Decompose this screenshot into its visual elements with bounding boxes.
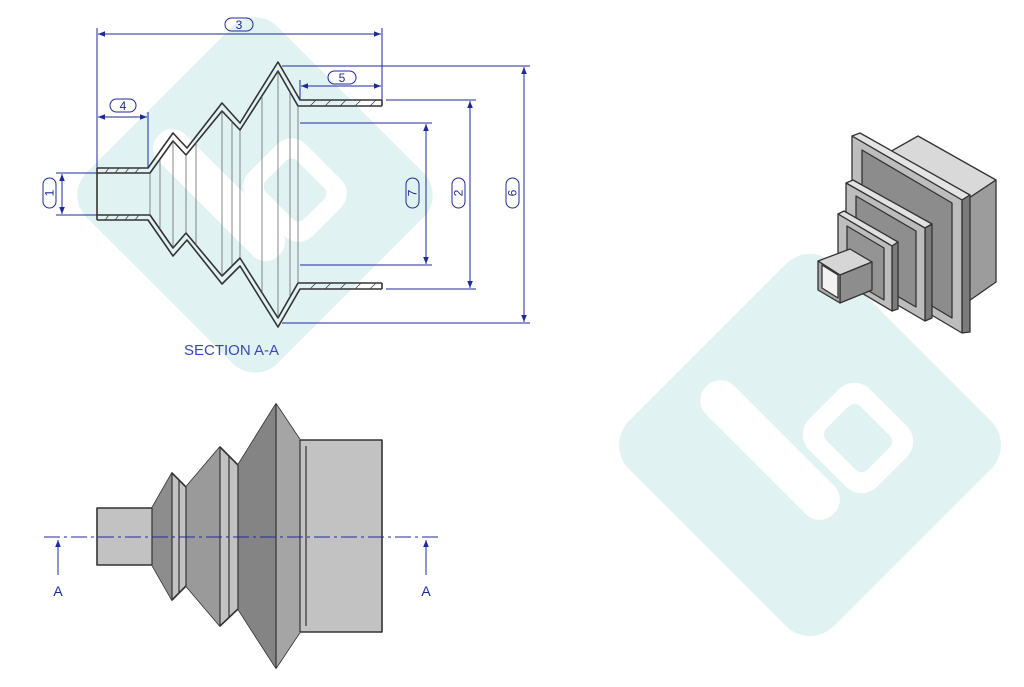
isometric-view bbox=[817, 132, 997, 334]
dimension-4: 4 bbox=[98, 98, 149, 168]
dimension-label-5: 5 bbox=[339, 71, 346, 85]
section-marker-right: A bbox=[421, 540, 431, 599]
dimension-label-2: 2 bbox=[452, 189, 466, 196]
section-caption: SECTION A-A bbox=[184, 342, 279, 359]
dimension-label-3: 3 bbox=[236, 18, 243, 32]
dimension-7: 7 bbox=[300, 122, 432, 266]
section-marker-right-label: A bbox=[421, 583, 431, 599]
section-view: 3 4 5 1 7 bbox=[42, 17, 530, 359]
front-view: A A bbox=[44, 403, 440, 669]
dimension-2: 2 bbox=[386, 99, 476, 290]
dimension-label-1: 1 bbox=[43, 189, 57, 196]
watermark-logo-right bbox=[619, 254, 1001, 636]
watermark-logo-left bbox=[77, 17, 433, 373]
dimension-label-6: 6 bbox=[506, 189, 520, 196]
section-marker-left: A bbox=[53, 540, 63, 599]
dimension-label-4: 4 bbox=[120, 99, 127, 113]
dimension-6: 6 bbox=[282, 65, 530, 324]
section-outer-profile bbox=[97, 61, 382, 328]
section-hatching bbox=[104, 99, 377, 290]
dimension-5: 5 bbox=[299, 70, 381, 100]
dimension-label-7: 7 bbox=[406, 189, 420, 196]
dimension-1: 1 bbox=[42, 172, 97, 216]
section-marker-left-label: A bbox=[53, 583, 63, 599]
dimension-3: 3 bbox=[96, 17, 383, 168]
section-inner-edges bbox=[149, 71, 299, 318]
